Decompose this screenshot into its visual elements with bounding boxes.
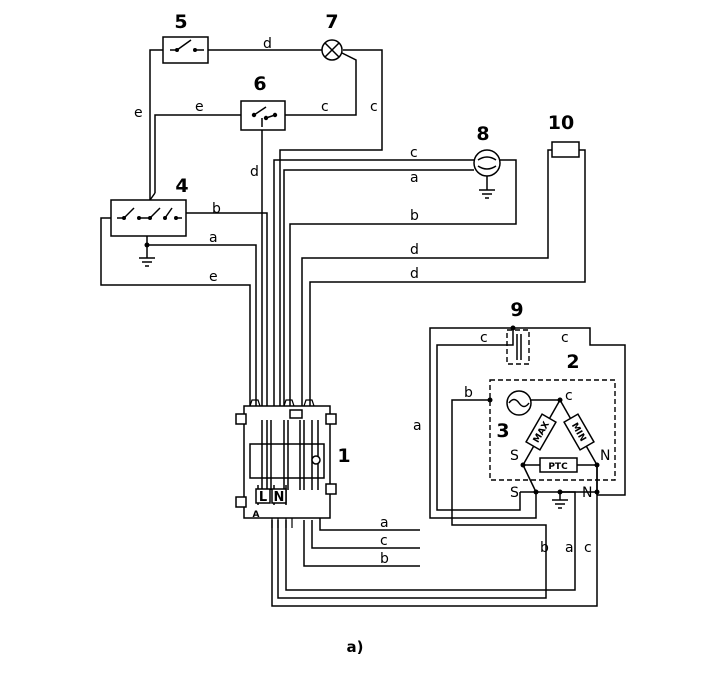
ground-icon <box>139 257 155 267</box>
wire-e-left <box>149 49 163 200</box>
wire-label-e: e <box>209 269 218 285</box>
wire-label-c: c <box>410 145 418 161</box>
wire-d-heater-2 <box>309 149 586 410</box>
min-resistor: MIN <box>563 413 595 451</box>
wire-c-motor <box>273 159 474 410</box>
capacitor-9 <box>506 325 530 365</box>
component-3-label: 3 <box>496 420 509 442</box>
wire-label-b: b <box>410 208 419 224</box>
terminal-block-1: L N A <box>235 399 337 528</box>
component-5-label: 5 <box>174 11 187 33</box>
wire-c-out <box>311 520 420 549</box>
component-7-label: 7 <box>325 11 338 33</box>
wire-b-switch4 <box>186 212 268 410</box>
thermostat-2: MAX MIN PTC <box>487 379 616 500</box>
wire-label-b: b <box>540 540 549 556</box>
wire-c-cap-right <box>513 327 626 496</box>
wire-label-a: a <box>380 515 389 531</box>
wire-label-d: d <box>410 266 419 282</box>
wire-label-c: c <box>380 533 388 549</box>
component-4-label: 4 <box>175 175 188 197</box>
thermostat-c-label: c <box>565 388 573 404</box>
wire-a-switch4 <box>147 244 257 410</box>
thermostat-n-label: N <box>582 485 592 501</box>
wire-e-bottom <box>100 217 251 410</box>
wire-label-d: d <box>250 164 259 180</box>
wire-c-cap-left <box>429 327 537 519</box>
wire-b-out <box>303 520 420 567</box>
wire-label-c: c <box>321 99 329 115</box>
wire-c-lamp-to-6 <box>285 51 357 116</box>
wire-label-c: c <box>584 540 592 556</box>
wire-c-lamp-right <box>279 49 383 410</box>
wire-a-out <box>319 500 420 531</box>
figure-caption: a) <box>347 638 364 656</box>
wire-label-a: a <box>565 540 574 556</box>
wire-a-motor <box>283 169 474 410</box>
thermostat-s-label: S <box>510 485 519 501</box>
wire-label-d: d <box>410 242 419 258</box>
wire-c-thermostat <box>271 465 598 607</box>
wire-label-a: a <box>410 170 419 186</box>
lamp-7 <box>321 39 343 61</box>
component-6-label: 6 <box>253 73 266 95</box>
terminal-n-label: N <box>274 490 285 505</box>
component-10-label: 10 <box>548 112 574 134</box>
wire-label-b: b <box>212 201 221 217</box>
wire-label-e: e <box>134 105 143 121</box>
wire-label-b: b <box>464 385 473 401</box>
wire-label-c: c <box>370 99 378 115</box>
switch-5 <box>162 36 209 64</box>
switch-6 <box>240 100 286 131</box>
heater-10 <box>551 141 580 158</box>
wire-label-a: a <box>209 230 218 246</box>
max-resistor: MAX <box>525 413 557 451</box>
wire-label-c: c <box>480 330 488 346</box>
wire-b-thermostat <box>277 399 547 599</box>
ground-icon <box>479 189 495 199</box>
wire-c-inner <box>436 328 521 511</box>
wire-b-motor <box>289 159 517 410</box>
ground-icon <box>552 499 568 509</box>
thermostat-s-label: S <box>510 448 519 464</box>
component-2-label: 2 <box>566 351 579 373</box>
terminal-a-label: A <box>253 510 260 520</box>
terminal-l-label: L <box>259 490 267 505</box>
wire-d-heater-1 <box>301 149 552 410</box>
ptc-label: PTC <box>548 462 568 472</box>
wire-label-a: a <box>413 418 422 434</box>
switch-4 <box>110 192 187 258</box>
component-8-label: 8 <box>476 123 489 145</box>
component-9-label: 9 <box>510 299 523 321</box>
wire-label-e: e <box>195 99 204 115</box>
wire-e-4-to-6 <box>154 114 243 193</box>
component-1-label: 1 <box>337 445 350 467</box>
motor-8 <box>473 149 501 190</box>
wire-label-c: c <box>561 330 569 346</box>
wire-label-d: d <box>263 36 272 52</box>
thermostat-n-label: N <box>600 448 610 464</box>
wire-label-b: b <box>380 551 389 567</box>
